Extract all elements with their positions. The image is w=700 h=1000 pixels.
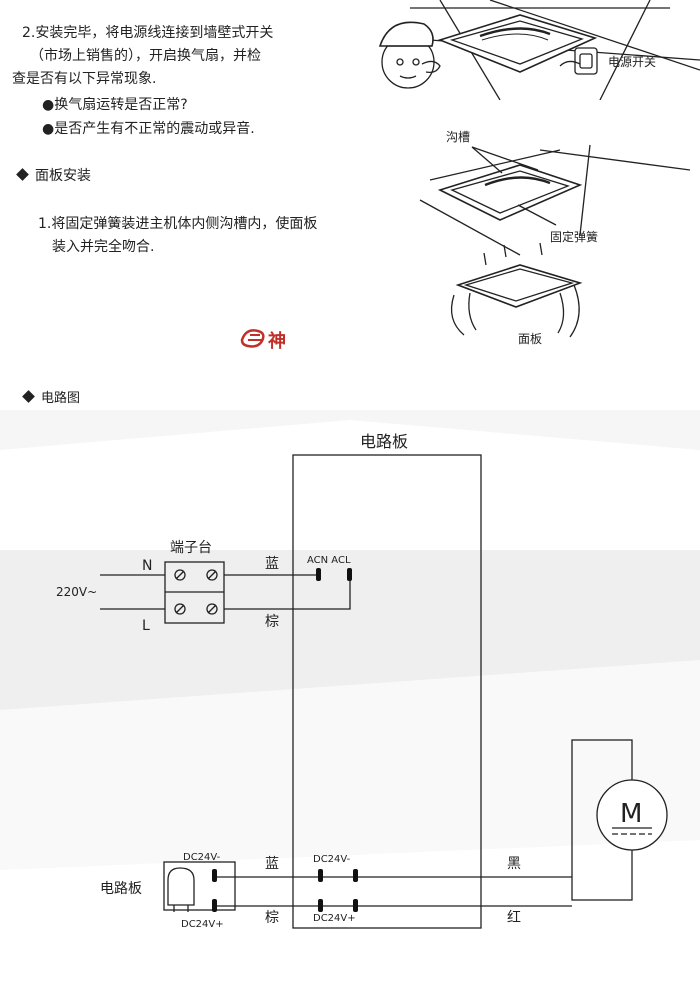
illustration-panel-install: 沟槽 固定弹簧 面板 (419, 130, 691, 346)
brown-wire-label-top: 棕 (265, 614, 279, 630)
panel-label: 面板 (518, 332, 542, 346)
step2-line1: 2.安装完毕，将电源线连接到墙壁式开关 (22, 25, 274, 41)
left-board-box (163, 861, 236, 911)
terminal-block-label: 端子台 (170, 540, 212, 556)
dc-minus-inner-label: DC24V- (313, 854, 351, 865)
n-label: N (142, 558, 152, 574)
groove-label: 沟槽 (446, 130, 470, 144)
brand-logo: 神 (238, 326, 298, 352)
spring-label: 固定弹簧 (550, 229, 598, 244)
logo-text: 神 (268, 330, 286, 352)
panel-install-heading: 面板安装 (16, 165, 91, 187)
board-title: 电路板 (360, 432, 408, 451)
acn-acl-label: ACN ACL (307, 555, 351, 566)
motor-label: M (620, 799, 642, 829)
dc-plus-outer-label: DC24V+ (181, 919, 224, 930)
main-circuit-board-box (292, 454, 482, 929)
blue-wire-label-top: 蓝 (265, 556, 279, 572)
brown-wire-label-bottom: 棕 (265, 910, 279, 926)
check-item-vibration: ●是否产生有不正常的震动或异音. (42, 121, 255, 137)
illustration-switch-check: 电源开关 (378, 0, 700, 100)
motor-circle (596, 779, 668, 851)
panel-install-heading-text: 面板安装 (35, 168, 91, 184)
circuit-heading: 电路图 (22, 388, 81, 410)
step2-line3: 查是否有以下异常现象. (12, 71, 157, 87)
check-item-operation: ●换气扇运转是否正常? (42, 97, 188, 113)
l-label: L (142, 618, 150, 634)
dc-minus-outer-label: DC24V- (183, 852, 221, 863)
dc-plus-inner-label: DC24V+ (313, 913, 356, 924)
circuit-heading-text: 电路图 (41, 391, 81, 406)
red-wire-label: 红 (507, 910, 521, 926)
left-board-label: 电路板 (100, 881, 142, 897)
panel-step1-line2: 装入并完全吻合. (52, 239, 155, 255)
blue-wire-label-bottom: 蓝 (265, 856, 279, 872)
panel-step1-line1: 1.将固定弹簧装进主机体内侧沟槽内，使面板 (38, 216, 318, 232)
black-wire-label: 黑 (507, 856, 521, 872)
switch-label: 电源开关 (608, 55, 656, 69)
brand-logo-mark: 神 (240, 329, 286, 352)
voltage-label: 220V~ (56, 585, 97, 599)
step2-line2: （市场上销售的），开启换气扇，并检 (30, 48, 261, 64)
